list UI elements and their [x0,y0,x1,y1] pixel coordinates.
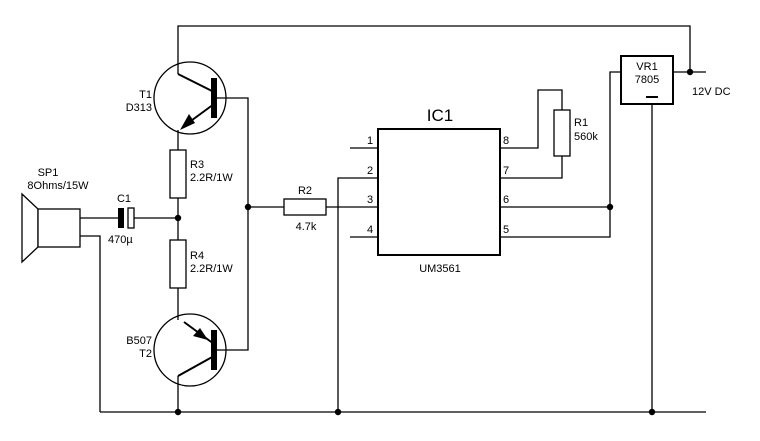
t1-collector-lead [177,73,215,93]
junctions [174,68,694,416]
sp1-ref-label: SP1 [38,167,59,179]
ic1: IC1 UM3561 1 2 3 4 5 6 7 8 [367,106,509,275]
pin8-r1-wire [500,89,563,149]
t2-part-label: B507 [126,335,152,347]
t1-emitter-arrow [180,114,195,130]
t2-collector-lead [177,355,215,377]
t2-body [153,313,227,387]
pin7-r1-wire [500,156,563,179]
ic1-part-label: UM3561 [419,263,461,275]
r2-ref-label: R2 [298,185,312,197]
junction-pin6-pin5 [606,203,614,211]
c1-value-label: 470µ [108,234,133,246]
t2-ref-label: T2 [139,348,152,360]
speaker-cone-icon [21,192,39,264]
base-tie-wire [220,97,249,351]
r3-value-label: 2.2R/1W [190,172,233,184]
resistor-r1: R1 560k [553,109,598,157]
junction-supply [686,68,694,76]
ic1-pin-8-label: 8 [503,135,509,147]
ic1-pin-5-label: 5 [503,224,509,236]
speaker-sp1: SP1 8Ohms/15W [21,167,89,264]
r4-ref-label: R4 [190,250,204,262]
r3-ref-label: R3 [190,159,204,171]
resistor-r3: R3 2.2R/1W [169,149,233,199]
resistor-r2: R2 4.7k [283,185,327,233]
pin2-ground-wire [337,177,378,412]
ic1-body [377,128,501,256]
transistor-t2: B507 T2 [126,313,227,387]
junction-bases [244,203,252,211]
wires [80,25,706,413]
speaker-ground-wire [80,235,101,412]
t1-body [153,61,227,135]
c1-ref-label: C1 [117,193,131,205]
ic1-pin-3-label: 3 [367,194,373,206]
resistor-r4: R4 2.2R/1W [169,239,233,289]
capacitor-c1: C1 470µ [108,193,135,246]
r1-ref-label: R1 [574,117,588,129]
junction-pin2-ground [334,408,342,416]
r1-value-label: 560k [574,131,598,143]
sp1-value-label: 8Ohms/15W [27,180,89,192]
transistor-t1: T1 D313 [126,61,227,135]
pin5-vr-out-wire [500,71,621,238]
r3-body [169,149,187,199]
ic1-pin-7-label: 7 [503,165,509,177]
ic1-ref-label: IC1 [427,106,453,125]
regulator-vr1: VR1 7805 [620,55,674,105]
vr1-part-label: 7805 [635,74,659,86]
r2-body [283,198,327,216]
t1-part-label: D313 [126,102,152,114]
top-rail-wire [177,25,691,74]
speaker-magnet [37,208,81,248]
r1-body [553,109,571,157]
r4-value-label: 2.2R/1W [190,263,233,275]
ic1-pin-6-label: 6 [503,194,509,206]
r2-value-label: 4.7k [296,221,317,233]
ic1-pin-4-label: 4 [367,224,373,236]
junction-t2-ground [174,408,182,416]
c1-plate-positive [127,207,135,229]
vr1-ref-label: VR1 [636,61,657,73]
ic1-pin-2-label: 2 [367,165,373,177]
ic1-pin-1-label: 1 [367,135,373,147]
supply-label: 12V DC [692,86,731,98]
t1-ref-label: T1 [139,89,152,101]
vr1-body [620,55,674,105]
junction-output [174,214,182,222]
c1-plate-negative [118,208,124,228]
junction-vr1-ground [648,408,656,416]
t2-emitter-arrow [193,328,208,340]
r4-body [169,239,187,289]
